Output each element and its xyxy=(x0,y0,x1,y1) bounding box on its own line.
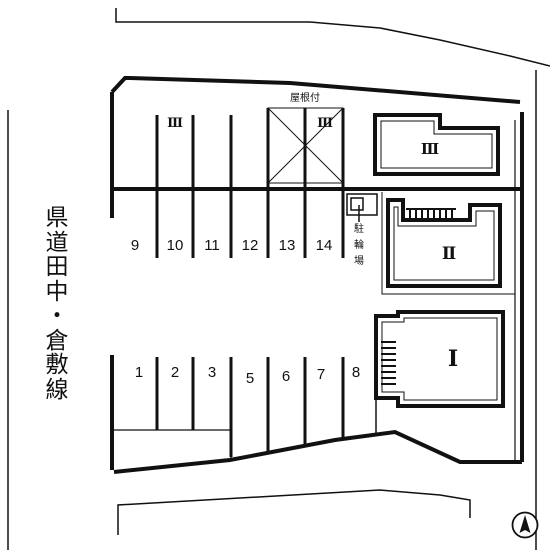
parking-space-12: 12 xyxy=(241,237,259,254)
property-boundary xyxy=(110,76,524,474)
surrounding-roads xyxy=(7,8,550,550)
parking-space-1: 1 xyxy=(134,364,144,381)
roofed-parking xyxy=(267,107,344,184)
building-2-yard xyxy=(381,192,515,295)
parking-space-8: 8 xyxy=(351,364,361,381)
building-3-inner xyxy=(380,120,493,169)
parking-space-11: 11 xyxy=(204,237,220,254)
parking-space-6: 6 xyxy=(281,368,291,385)
building-1-stairs xyxy=(381,341,396,385)
building-1-label: Ⅰ xyxy=(447,346,459,372)
parking-space-14: 14 xyxy=(315,237,333,254)
building-2-outline xyxy=(386,198,502,288)
parking-space-10: 10 xyxy=(166,237,184,254)
parking-space-5: 5 xyxy=(245,370,255,387)
roof-parking-label-left: Ⅲ xyxy=(167,116,183,131)
parking-space-3: 3 xyxy=(207,364,217,381)
building-2-inner xyxy=(393,206,495,281)
north-arrow-icon xyxy=(511,511,539,539)
parking-space-2: 2 xyxy=(170,364,180,381)
bike-parking-label: 駐輪場 xyxy=(351,222,367,270)
building-2-label: Ⅱ xyxy=(441,244,457,264)
roof-parking-label-right: Ⅲ xyxy=(317,116,333,131)
parking-space-9: 9 xyxy=(130,237,140,254)
lower-left-area xyxy=(114,429,232,460)
building-3-label: Ⅲ xyxy=(420,140,440,158)
roof-label: 屋根付 xyxy=(290,93,320,104)
building-1-inner xyxy=(381,317,498,401)
building-2-stairs xyxy=(406,208,456,220)
road-name-text: 県道田中・倉敷線 xyxy=(45,205,69,403)
parking-space-13: 13 xyxy=(278,237,296,254)
parking-space-7: 7 xyxy=(316,366,326,383)
road-name-label: 県道田中・倉敷線 xyxy=(40,206,74,402)
bike-parking-text: 駐輪場 xyxy=(354,224,364,267)
building-1-outline xyxy=(374,310,505,408)
building-3-outline xyxy=(373,113,500,176)
bike-parking xyxy=(346,193,378,222)
